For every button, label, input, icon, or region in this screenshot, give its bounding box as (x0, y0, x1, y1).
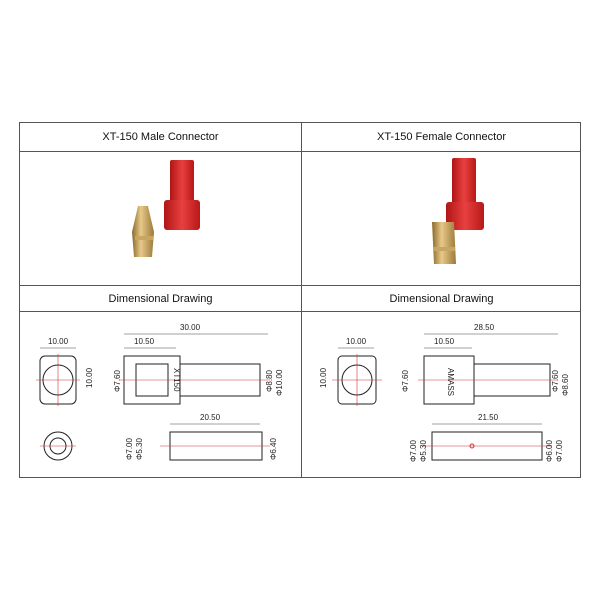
dim-housing-length: 10.50 (134, 337, 155, 346)
dim-p4: Φ7.00 (555, 439, 564, 462)
male-dimensional-drawing: 10.00 10.00 30.00 10.50 XT150 Φ7.60 Φ8.8… (20, 312, 301, 478)
row-divider (20, 285, 580, 286)
dim-total-length: 28.50 (474, 323, 495, 332)
dim-front-height: 10.00 (319, 367, 328, 388)
dim-d3: Φ10.00 (275, 369, 284, 396)
male-connector-title: XT-150 Male Connector (102, 131, 219, 143)
female-connector-title: XT-150 Female Connector (376, 131, 506, 143)
dim-d1: Φ7.60 (113, 369, 122, 392)
row-divider (20, 311, 580, 312)
spec-sheet: XT-150 Male Connector XT-150 Female Conn… (19, 122, 581, 478)
dim-p1: Φ7.00 (125, 437, 134, 460)
dim-p3: Φ6.00 (545, 439, 554, 462)
dim-p1: Φ7.00 (409, 439, 418, 462)
dim-front-width: 10.00 (48, 337, 69, 346)
dim-pin-length: 21.50 (478, 413, 499, 422)
dim-housing-length: 10.50 (434, 337, 455, 346)
dim-front-width: 10.00 (346, 337, 367, 346)
male-connector-photo (20, 152, 301, 285)
female-dimensional-drawing: 10.00 10.00 28.50 10.50 AMASS Φ7.60 Φ7.6… (302, 312, 582, 478)
male-drawing-title: Dimensional Drawing (108, 293, 213, 305)
dim-p2: Φ5.30 (135, 437, 144, 460)
female-drawing-title: Dimensional Drawing (389, 293, 494, 305)
dim-p3: Φ6.40 (269, 437, 278, 460)
dim-total-length: 30.00 (180, 323, 201, 332)
dim-d2: Φ8.80 (265, 369, 274, 392)
female-connector-photo (302, 152, 582, 285)
marking: XT150 (172, 368, 181, 392)
dim-d1: Φ7.60 (401, 369, 410, 392)
marking: AMASS (446, 368, 455, 396)
dim-pin-length: 20.50 (200, 413, 221, 422)
dim-d3: Φ8.60 (561, 373, 570, 396)
dim-p2: Φ5.30 (419, 439, 428, 462)
column-divider (301, 123, 302, 477)
dim-front-height: 10.00 (85, 367, 94, 388)
dim-d2: Φ7.60 (551, 369, 560, 392)
row-divider (20, 151, 580, 152)
